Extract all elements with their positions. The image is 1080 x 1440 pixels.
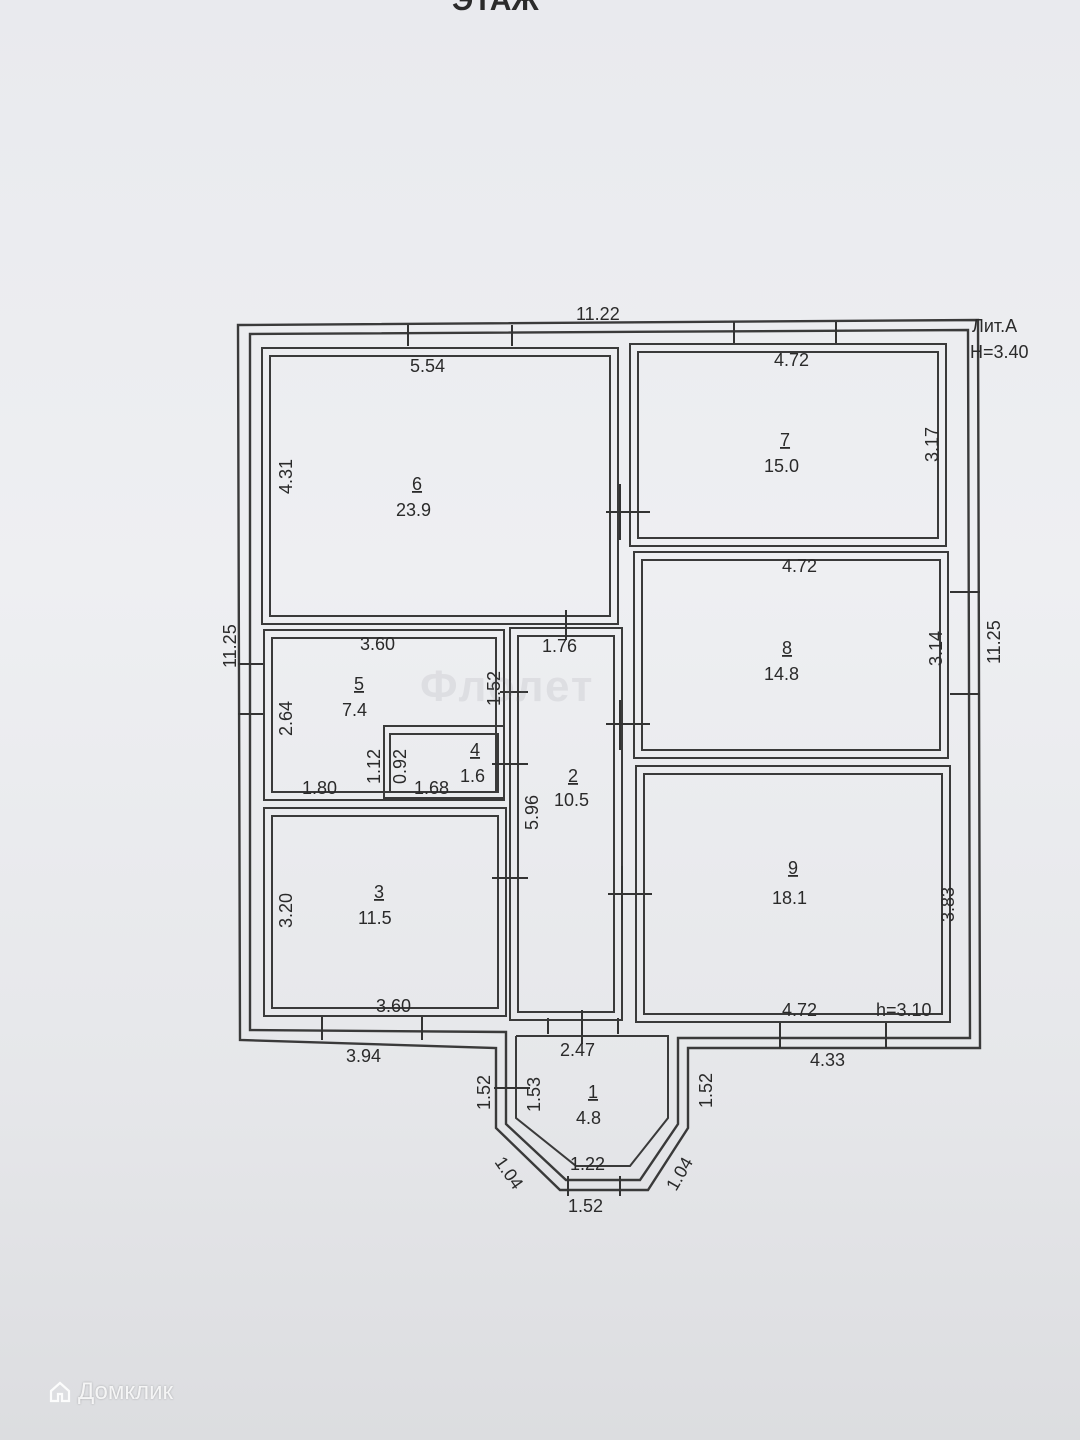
dim-r7-top: 4.72 [774, 350, 809, 370]
room-walls [261, 343, 951, 1167]
dim-outer-right: 11.25 [984, 620, 1004, 664]
window-markers [238, 322, 980, 1196]
dim-r9-height: h=3.10 [876, 1000, 932, 1020]
dim-r1-bottom-inner: 1.22 [570, 1154, 605, 1174]
dim-outer-left: 11.25 [220, 624, 240, 668]
room-3-number: 3 [374, 882, 384, 902]
dim-r4-bottom: 1.68 [414, 778, 449, 798]
dim-r5-bottom: 1.80 [302, 778, 337, 798]
room-9-number: 9 [788, 858, 798, 878]
dim-r2-left: 5.96 [522, 795, 542, 830]
dim-r1-diag-left: 1.04 [491, 1153, 527, 1193]
room-2-number: 2 [568, 766, 578, 786]
dim-r1-left-outer: 1.52 [474, 1075, 494, 1110]
liter-label: Лит.А [972, 316, 1017, 336]
room-7-area: 15.0 [764, 456, 799, 476]
room-5-area: 7.4 [342, 700, 367, 720]
room-labels: 6 23.9 7 15.0 8 14.8 5 7.4 4 1.6 2 10.5 … [342, 430, 807, 1128]
dim-r3-left: 3.20 [276, 893, 296, 928]
header-fragment: ЭТАЖ [452, 0, 539, 17]
dim-r4-height-2: 0.92 [390, 749, 410, 784]
dim-r9-right: 3.83 [938, 887, 958, 922]
dim-r2-left-upper: 1.52 [484, 671, 504, 706]
dim-r1-left-inner: 1.53 [524, 1077, 544, 1112]
room-6-number: 6 [412, 474, 422, 494]
room-9-area: 18.1 [772, 888, 807, 908]
dim-r3-bottom: 3.60 [376, 996, 411, 1016]
room-1-number: 1 [588, 1082, 598, 1102]
dim-outer-top: 11.22 [576, 304, 620, 324]
dim-r2-top: 1.76 [542, 636, 577, 656]
room-2-area: 10.5 [554, 790, 589, 810]
room-5-number: 5 [354, 674, 364, 694]
outer-wall-outline [236, 318, 982, 1192]
dim-r6-top: 5.54 [410, 356, 445, 376]
dim-r8-right: 3.14 [926, 631, 946, 666]
room-4-area: 1.6 [460, 766, 485, 786]
watermark: Домклик [48, 1378, 173, 1406]
faint-stamp: Флолет [420, 662, 595, 711]
room-4-number: 4 [470, 740, 480, 760]
dim-r6-left: 4.31 [276, 459, 296, 494]
room-7-number: 7 [780, 430, 790, 450]
watermark-text: Домклик [78, 1378, 174, 1405]
dim-r5-left: 2.64 [276, 701, 296, 736]
house-logo-icon [49, 1381, 71, 1403]
room-6-area: 23.9 [396, 500, 431, 520]
room-3-area: 11.5 [358, 908, 392, 928]
liter-height: H=3.40 [970, 342, 1029, 362]
dim-r7-right: 3.17 [922, 427, 942, 462]
dim-r1-bottom-outer: 1.52 [568, 1196, 603, 1216]
dim-outer-bottom-right: 4.33 [810, 1050, 845, 1070]
room-8-number: 8 [782, 638, 792, 658]
room-1-area: 4.8 [576, 1108, 601, 1128]
dim-r1-top: 2.47 [560, 1040, 595, 1060]
outer-wall-inner-line [248, 328, 972, 1182]
room-8-area: 14.8 [764, 664, 799, 684]
dim-r5-top: 3.60 [360, 634, 395, 654]
dim-r1-right: 1.52 [696, 1073, 716, 1108]
dim-r9-bottom: 4.72 [782, 1000, 817, 1020]
dim-outer-bottom-left: 3.94 [346, 1046, 381, 1066]
dim-r4-height-1: 1.12 [364, 749, 384, 784]
dim-r8-top: 4.72 [782, 556, 817, 576]
door-markers [492, 484, 652, 1089]
